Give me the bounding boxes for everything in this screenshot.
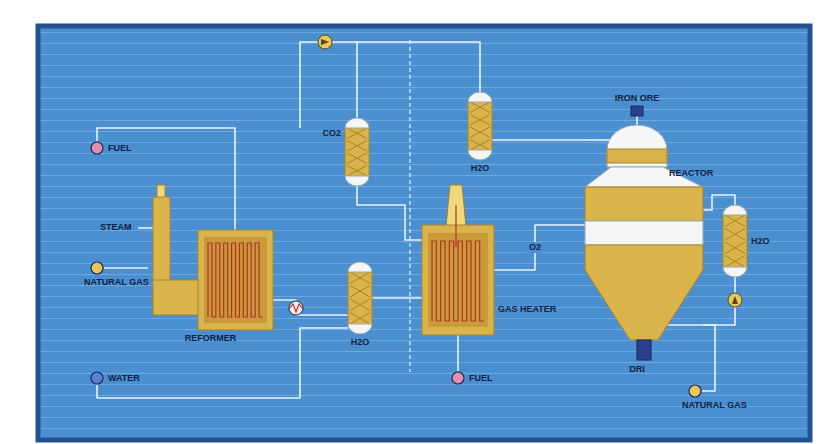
steam-pipe	[138, 227, 153, 229]
terminal-shape	[90, 141, 104, 155]
blower	[728, 293, 742, 307]
pipe-connector	[357, 186, 422, 240]
equipment-label: CO2	[322, 128, 341, 139]
equipment-label: WATER	[108, 373, 140, 384]
reactor-shape	[585, 125, 703, 360]
terminal-circle	[91, 372, 103, 384]
pipe-connector	[702, 325, 715, 391]
stream-label: O2	[527, 242, 543, 253]
equipment-label: FUEL	[469, 373, 493, 384]
pipe-connector	[492, 139, 585, 141]
terminal-shape	[451, 371, 465, 385]
stream-label: STEAM	[100, 222, 132, 233]
terminal-circle	[91, 262, 103, 274]
column: CO2	[345, 118, 369, 186]
column: H2O	[723, 205, 747, 277]
equipment-label: NATURAL GAS	[682, 400, 747, 411]
feed-hopper-shape	[631, 106, 643, 116]
column-vessel	[348, 262, 372, 334]
equipment-label: GAS HEATER	[498, 304, 556, 315]
pipe-connector	[494, 225, 585, 270]
terminal-shape	[90, 371, 104, 385]
terminal-circle	[452, 372, 464, 384]
column: H2O	[348, 262, 372, 334]
gas-heater: GAS HEATER	[422, 185, 494, 335]
pipe-connector	[357, 42, 480, 118]
product-label: DRI	[629, 364, 645, 375]
equipment-label: REACTOR	[669, 168, 713, 179]
terminal: NATURAL GAS	[90, 261, 104, 275]
dashed-line	[409, 40, 410, 372]
pipe-connector	[273, 300, 348, 315]
terminal-circle	[91, 142, 103, 154]
gas-heater-shape	[422, 185, 494, 335]
pipe-connector	[97, 328, 348, 398]
gas-heater	[422, 185, 494, 335]
terminal: WATER	[90, 371, 104, 385]
column-shape	[345, 118, 369, 186]
equipment-label: REFORMER	[185, 333, 237, 344]
reformer-furnace	[153, 185, 273, 330]
column: H2O	[468, 92, 492, 160]
heat-exchanger	[289, 301, 303, 315]
pipe-connector	[457, 335, 459, 371]
terminal-shape	[688, 384, 702, 398]
column-vessel	[723, 205, 747, 277]
equipment-label: NATURAL GAS	[84, 277, 149, 288]
terminal: FUEL	[451, 371, 465, 385]
terminal: FUEL	[90, 141, 104, 155]
reactor: REACTOR	[585, 125, 703, 360]
blower	[318, 35, 332, 49]
column-vessel	[345, 118, 369, 186]
pipe-connector	[97, 128, 235, 185]
equipment-label: H2O	[751, 236, 770, 247]
column-shape	[468, 92, 492, 160]
equipment-label: H2O	[351, 337, 370, 348]
equipment-label: FUEL	[108, 143, 132, 154]
panel	[38, 26, 810, 440]
equipment-label: H2O	[471, 163, 490, 174]
terminal: NATURAL GAS	[688, 384, 702, 398]
equipment-label: IRON ORE	[615, 93, 660, 104]
column-shape	[723, 205, 747, 277]
pipe-connector	[104, 267, 148, 269]
pipe	[300, 42, 357, 128]
reformer-shape	[148, 185, 273, 330]
column-shape	[348, 262, 372, 334]
feed-hopper: IRON ORE	[631, 106, 643, 116]
terminal-circle	[689, 385, 701, 397]
pipe-connector	[372, 297, 422, 299]
feed-hopper	[631, 106, 643, 116]
reformer: REFORMER	[148, 185, 273, 330]
terminal-shape	[90, 261, 104, 275]
pipe-connector	[636, 116, 638, 125]
reactor-vessel	[585, 125, 703, 360]
column-vessel	[468, 92, 492, 160]
